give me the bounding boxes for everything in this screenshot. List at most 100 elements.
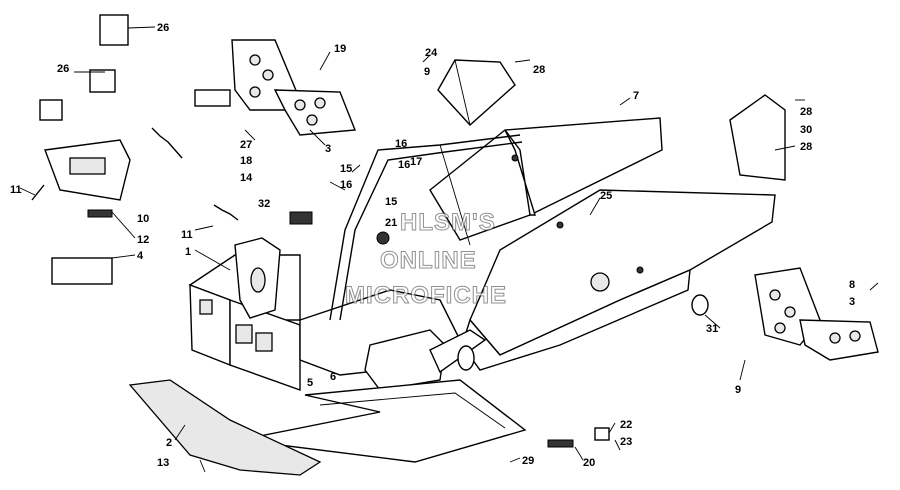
heat-shield-body [729,94,786,181]
footrest-hole [262,69,274,81]
footrest-hole [249,54,261,66]
frame-rail-hole [590,272,610,292]
leader-lines [19,26,879,473]
callout-7: 7 [633,90,639,102]
callout-3: 3 [325,143,331,155]
steering-hoop-inner [339,141,523,321]
running-board [239,379,527,463]
frame-tunnel-edge [504,129,536,216]
callout-26: 26 [57,63,69,75]
callout-22: 22 [620,419,632,431]
callout-31: 31 [706,323,718,335]
running-board-ridge [319,392,506,429]
callout-12: 12 [137,234,149,246]
callout-19: 19 [334,43,346,55]
callout-10: 10 [137,213,149,225]
crossmember-box [364,329,446,391]
footrest-hole [769,289,781,301]
footrest-right [754,267,879,361]
callout-28: 28 [800,141,812,153]
steering-components [31,14,709,448]
callout-2: 2 [166,437,172,449]
choke-cable [194,89,231,107]
callout-25: 25 [600,190,612,202]
callout-15: 15 [385,196,397,208]
steering-hoop-left [329,134,521,321]
callout-30: 30 [800,124,812,136]
footrest-hole [784,306,796,318]
bumper-21 [376,231,390,245]
callout-17: 17 [410,156,422,168]
frame-bolt [636,266,644,274]
callout-26: 26 [157,22,169,34]
belly-pan-shape [128,379,322,476]
spring-14 [151,127,183,159]
spring-11b [213,204,239,221]
footrest-hole [829,332,841,344]
grommet-32 [289,211,313,225]
watermark-line-2: ONLINE [380,247,477,274]
callout-5: 5 [307,377,313,389]
heat-shield [729,94,786,181]
callout-16: 16 [340,179,352,191]
footrest-left-tread [273,89,356,136]
footrest-left [231,39,356,136]
callout-9: 9 [735,384,741,396]
console-opening [69,157,106,175]
watermark: HLSM'S ONLINE MICROFICHE [345,209,507,310]
footrest-hole [774,322,786,334]
watermark-line-1: HLSM'S [400,209,496,236]
frame-assembly [188,117,776,391]
frame-bolt [511,154,519,162]
callout-13: 13 [157,457,169,469]
bulkhead-window-3 [199,299,213,315]
spring-11a [31,184,45,201]
callout-16: 16 [395,138,407,150]
callout-29: 29 [522,455,534,467]
callout-28: 28 [533,64,545,76]
callout-18: 18 [240,155,252,167]
callout-11: 11 [181,229,193,241]
callout-labels: 26 26 19 24 9 28 7 28 30 28 27 3 18 14 1… [10,22,855,469]
rear-shield-fold [454,59,471,126]
steering-strut [439,144,471,246]
callout-21: 21 [385,217,397,229]
callout-15: 15 [340,163,352,175]
callout-24: 24 [425,47,438,59]
ignition-bracket [89,69,116,93]
steering-bracket [99,14,129,46]
footrest-hole [849,330,861,342]
footrest-hole [314,97,326,109]
rear-shield [437,59,516,126]
switch-bracket [39,99,63,121]
footrest-hole [294,99,306,111]
callout-11: 11 [10,184,22,196]
callout-6: 6 [330,371,336,383]
frame-bolt [556,221,564,229]
callout-8: 8 [849,279,855,291]
callout-20: 20 [583,457,595,469]
callout-1: 1 [185,246,191,258]
strap-12 [87,209,113,218]
battery-pad [51,257,113,285]
plug-31 [691,294,709,316]
callout-4: 4 [137,250,144,262]
footrest-hole [306,114,318,126]
callout-16: 16 [398,159,410,171]
callout-9: 9 [424,66,430,78]
callout-14: 14 [240,172,253,184]
bulkhead-window-1 [235,324,253,344]
rear-axle-tube [429,329,487,374]
clip-20 [547,439,574,448]
watermark-line-3: MICROFICHE [345,282,507,309]
bulkhead-window-2 [255,332,273,352]
rear-shield-body [437,59,516,126]
callout-32: 32 [258,198,270,210]
footrest-hole [249,86,261,98]
callout-3: 3 [849,296,855,308]
bracket-22 [594,427,610,441]
callout-23: 23 [620,436,632,448]
belly-pan [128,379,322,476]
